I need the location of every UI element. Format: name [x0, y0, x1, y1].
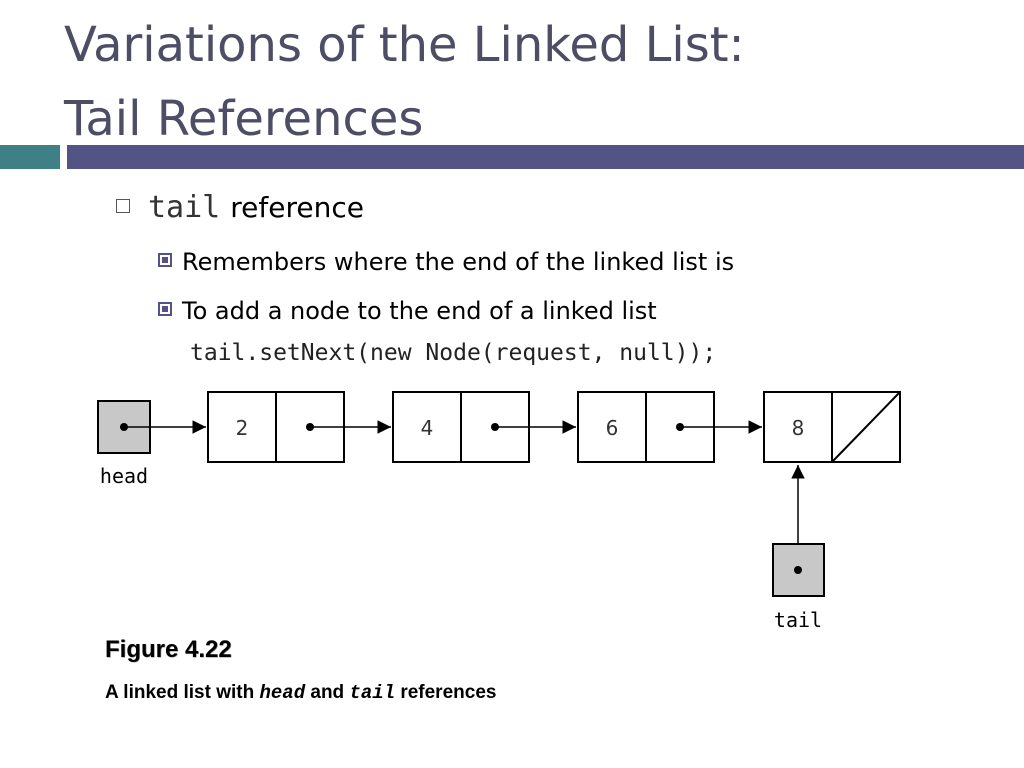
caption-head: head [259, 682, 306, 704]
square-bullet-icon [158, 302, 172, 316]
node-1-item-cell [207, 391, 277, 463]
bullet-text: reference [230, 191, 364, 224]
node-3-item-cell [577, 391, 647, 463]
caption-prefix: A linked list with [105, 682, 255, 703]
node-4: 8 [763, 391, 901, 463]
node-4-value: 8 [792, 416, 805, 440]
sub-bullet-1-text: Remembers where the end of the linked li… [182, 248, 735, 276]
tail-label: tail [774, 608, 822, 632]
tail-box [772, 543, 825, 597]
slide-title-line-2: Tail References [64, 91, 424, 147]
hollow-square-bullet-icon [116, 199, 130, 213]
head-reference: head [97, 400, 206, 488]
title-bar-accent-right [67, 145, 1024, 169]
bullet-code-word: tail [148, 190, 221, 225]
slide-title: Variations of the Linked List: Tail Refe… [64, 8, 745, 156]
caption-and: and [310, 682, 345, 703]
node-1: 2 [207, 391, 391, 463]
null-slash-icon [832, 392, 900, 462]
square-bullet-icon [158, 253, 172, 267]
figure-title: Figure 4.22 [105, 636, 232, 663]
code-line: tail.setNext(new Node(request, null)); [190, 340, 717, 366]
node-2-item-cell [392, 391, 462, 463]
title-bar-accent-left [0, 145, 60, 169]
tail-pointer-dot [794, 566, 802, 574]
caption-tail: tail [349, 682, 396, 704]
node-2: 4 [392, 391, 576, 463]
bullet-level-1: tail reference [116, 190, 364, 225]
node-3: 6 [577, 391, 762, 463]
caption-suffix: references [400, 682, 497, 703]
head-label: head [100, 464, 148, 488]
sub-bullet-1: Remembers where the end of the linked li… [158, 248, 734, 276]
node-4-item-cell [763, 391, 833, 463]
sub-bullet-2: To add a node to the end of a linked lis… [158, 297, 657, 325]
node-1-value: 2 [236, 416, 249, 440]
figure-caption: A linked list with head and tail referen… [105, 682, 496, 704]
node-3-value: 6 [606, 416, 619, 440]
node-2-value: 4 [421, 416, 434, 440]
slide-title-line-1: Variations of the Linked List: [64, 17, 745, 73]
tail-reference: tail [772, 465, 825, 632]
sub-bullet-2-text: To add a node to the end of a linked lis… [182, 297, 657, 325]
